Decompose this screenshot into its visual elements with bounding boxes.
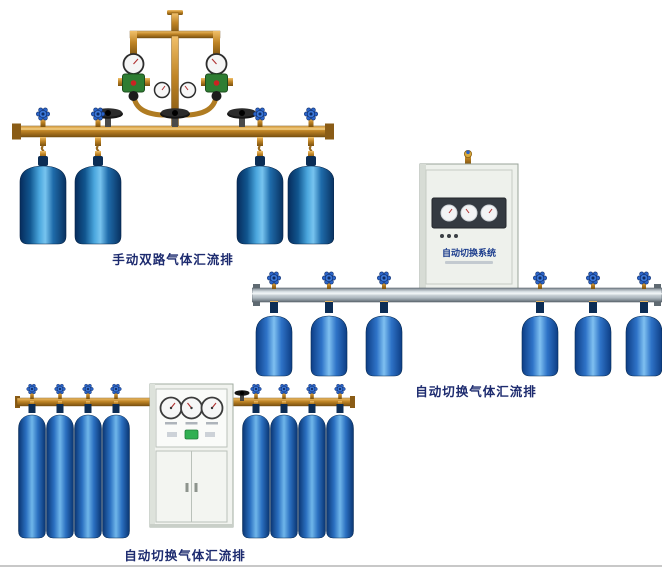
indicator-dot: [454, 234, 458, 238]
auto-switch-manifold-photo: 自动切换系统: [252, 150, 662, 377]
gas-cylinder: [310, 301, 348, 377]
cylinder-valve-handle: [250, 383, 262, 395]
pressure-gauge: [153, 81, 171, 99]
pressure-gauge: [200, 396, 224, 420]
gas-cylinder: [74, 150, 122, 245]
pressure-gauge: [480, 204, 498, 222]
page-bottom-rule: [0, 565, 662, 567]
cabinet-sublabel-line: [445, 261, 493, 264]
gas-cylinder: [19, 150, 67, 245]
cylinder-valve-handle: [585, 271, 601, 285]
indicator-dot: [440, 234, 444, 238]
cylinder-valve-handle: [278, 383, 290, 395]
gas-cylinder: [255, 301, 293, 377]
gas-cylinder: [625, 301, 662, 377]
cylinder-valve-handle: [253, 107, 268, 121]
gas-cylinder: [521, 301, 559, 377]
gas-cylinder: [574, 301, 612, 377]
gas-cylinder: [74, 400, 102, 539]
gas-cylinder: [270, 400, 298, 539]
cylinder-valve-handle: [303, 107, 319, 121]
figure-manual-dual-manifold: 手动双路气体汇流排: [12, 8, 334, 268]
door-handle: [194, 483, 198, 492]
gauge-label-line: [206, 422, 218, 425]
gas-cylinder: [298, 400, 326, 539]
cylinder-valve-handle: [110, 383, 122, 395]
product-caption: 自动切换气体汇流排: [415, 385, 537, 399]
manifold-rail: [252, 284, 662, 306]
gauge-label-line: [185, 422, 198, 425]
pressure-regulator-left: [118, 53, 150, 101]
cylinder-valve-handle: [266, 271, 282, 285]
valve-handwheel: [234, 390, 250, 401]
gas-cylinder: [326, 400, 354, 539]
cylinder-valve-handle: [35, 107, 51, 121]
cylinder-valve-handle: [321, 271, 337, 285]
cylinder-valve-handle: [532, 271, 548, 285]
gauge-label-line: [165, 422, 177, 425]
product-caption: 手动双路气体汇流排: [112, 253, 234, 267]
auto-switch-floor-manifold-photo: [15, 383, 355, 539]
pressure-gauge: [440, 204, 458, 222]
product-caption: 自动切换气体汇流排: [124, 549, 246, 563]
manifold-top-assembly: [118, 10, 233, 129]
pressure-regulator-right: [201, 53, 233, 101]
cabinet-label: 自动切换系统: [442, 247, 496, 258]
pressure-gauge: [460, 204, 478, 222]
gas-cylinder: [242, 400, 270, 539]
manual-dual-manifold-photo: [12, 10, 334, 245]
indicator-dot: [447, 234, 451, 238]
pressure-gauge: [159, 396, 183, 420]
cylinder-valve-handle: [26, 383, 38, 395]
gas-cylinder: [365, 301, 403, 377]
figure-auto-switch-manifold-floor: 自动切换气体汇流排: [15, 378, 355, 564]
control-cabinet: [149, 383, 234, 528]
door-handle: [185, 483, 189, 492]
control-cabinet: 自动切换系统: [419, 150, 519, 291]
valve-handwheel: [227, 108, 257, 127]
cylinder-valve-handle: [334, 383, 346, 395]
cylinder-valve-handle: [306, 383, 318, 395]
gas-cylinder: [18, 400, 46, 539]
green-indicator-button: [184, 429, 199, 440]
gas-cylinder: [46, 400, 74, 539]
cabinet-top-pipe: [465, 152, 471, 165]
gas-cylinder: [102, 400, 130, 539]
panel-switch: [205, 432, 215, 437]
cylinder-valve-handle: [376, 271, 392, 285]
cylinder-valve-handle: [82, 383, 94, 395]
cylinder-valve-handle: [636, 271, 652, 285]
panel-switch: [167, 432, 177, 437]
figure-auto-switch-manifold-wall: 自动切换系统: [252, 150, 662, 400]
pressure-gauge: [180, 396, 203, 420]
valve-handwheel: [160, 108, 190, 127]
pressure-gauge: [179, 81, 197, 99]
cylinder-valve-handle: [54, 383, 66, 395]
